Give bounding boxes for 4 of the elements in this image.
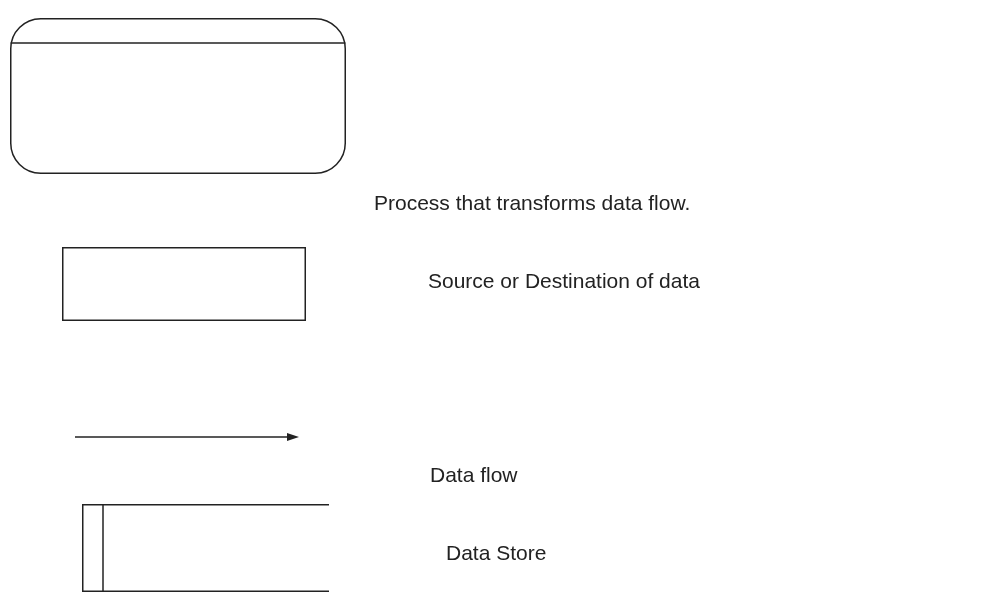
legend-label: Data Store — [446, 541, 547, 565]
legend-label: Data flow — [430, 463, 518, 487]
legend-label: Process that transforms data flow. — [374, 191, 691, 215]
legend-label: Source or Destination of data — [428, 269, 700, 293]
